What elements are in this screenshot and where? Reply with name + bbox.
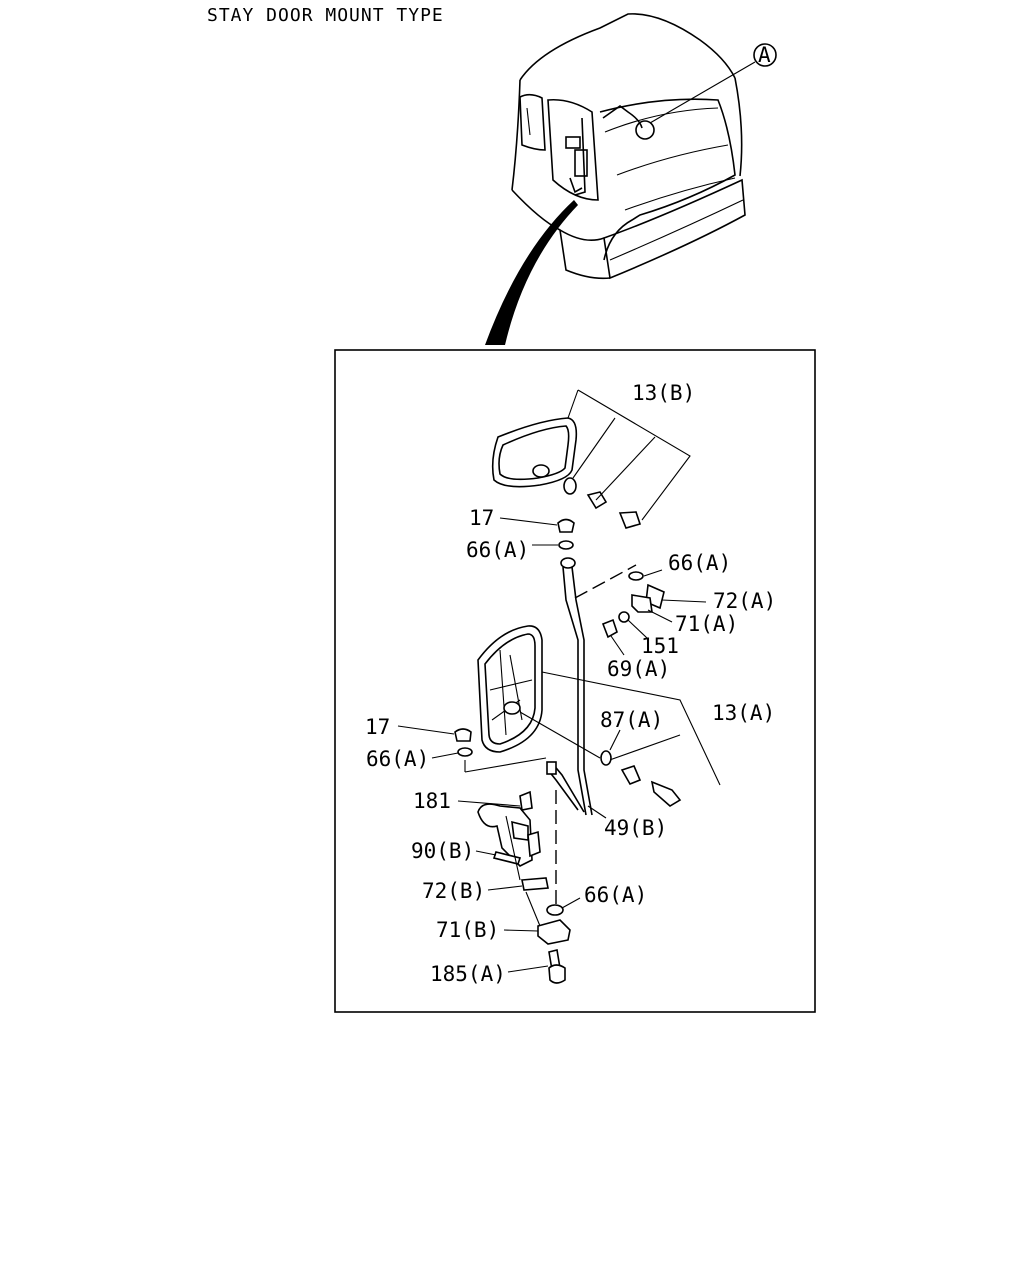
label-49b: 49(B) xyxy=(604,816,667,840)
label-72b: 72(B) xyxy=(422,879,485,903)
label-181: 181 xyxy=(413,789,451,813)
label-69a: 69(A) xyxy=(607,657,670,681)
stay-rod xyxy=(546,557,593,816)
label-66a-lower: 66(A) xyxy=(584,883,647,907)
label-66a-mid: 66(A) xyxy=(366,747,429,771)
label-17-top: 17 xyxy=(469,506,494,530)
label-71b: 71(B) xyxy=(436,918,499,942)
label-72a: 72(A) xyxy=(713,589,776,613)
callout-a: A xyxy=(758,43,771,67)
lower-mirror xyxy=(477,625,721,786)
label-185a: 185(A) xyxy=(430,962,506,986)
label-71a: 71(A) xyxy=(675,612,738,636)
label-13b: 13(B) xyxy=(632,381,695,405)
detail-pointer xyxy=(485,200,578,345)
label-87a: 87(A) xyxy=(600,708,663,732)
label-17-mid: 17 xyxy=(365,715,390,739)
diagram-title: STAY DOOR MOUNT TYPE xyxy=(207,5,444,26)
label-151: 151 xyxy=(641,634,679,658)
upper-mirror xyxy=(491,389,642,529)
label-90b: 90(B) xyxy=(411,839,474,863)
lower-bracket xyxy=(477,790,541,867)
truck-cab-illustration: A xyxy=(511,13,777,280)
label-66a-upper-right: 66(A) xyxy=(668,551,731,575)
detail-frame xyxy=(334,349,816,1013)
label-13a: 13(A) xyxy=(712,701,775,725)
label-66a-upper-left: 66(A) xyxy=(466,538,529,562)
